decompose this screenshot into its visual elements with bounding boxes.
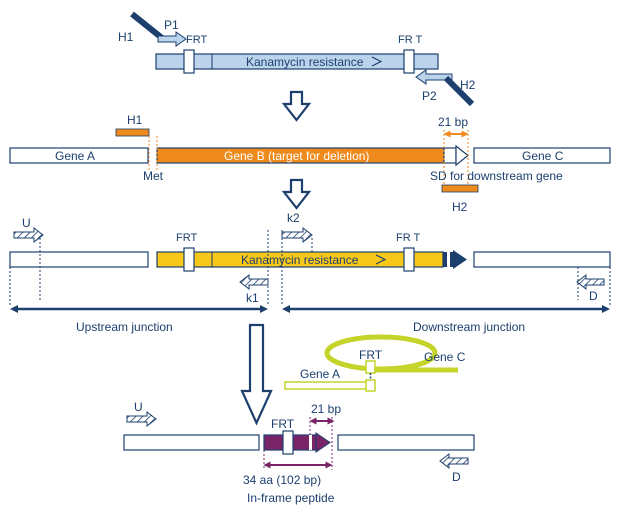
d-primer-label: D — [589, 289, 598, 303]
h1-box-label: H1 — [127, 113, 143, 127]
scar-row: U FRT 21 bp 34 aa (102 bp) In-frame pept… — [123, 400, 475, 505]
frt-left-label-mid: FRT — [176, 232, 197, 244]
gene-b-arrow-tip — [455, 144, 469, 167]
frt-right-box-mid — [403, 247, 415, 272]
kanamycin-label-mid: Kanamycin resistance — [241, 253, 359, 267]
u-primer-arrow — [13, 226, 44, 244]
aa34-label: 34 aa (102 bp) — [243, 473, 321, 487]
sd-label: SD for downstream gene — [430, 169, 563, 183]
downstream-bar — [473, 251, 611, 268]
u-primer-label-bottom: U — [134, 400, 143, 414]
frt-label-loop: FRT — [359, 348, 383, 362]
k2-primer-label: k2 — [287, 211, 300, 225]
upstream-junction-label: Upstream junction — [76, 320, 173, 334]
scar-end-band — [309, 435, 312, 450]
met-label: Met — [143, 169, 164, 183]
frt-site-loop-top — [365, 360, 376, 374]
k1-primer-label: k1 — [246, 291, 259, 305]
k1-primer-arrow — [239, 273, 269, 291]
h1-homology-box — [115, 128, 150, 137]
scar-arrow-tip — [315, 432, 331, 453]
bp21-label-bottom: 21 bp — [311, 402, 341, 416]
frt-right-label-top: FR T — [398, 34, 423, 46]
deletion-locus-row: U k2 FRT FR T Kanamycin resistance k1 D … — [9, 211, 611, 334]
frt-right-box-top — [403, 49, 415, 74]
p1-label: P1 — [164, 18, 179, 32]
h1-primer-tail — [130, 11, 164, 41]
u-primer-arrow-bottom — [126, 410, 157, 428]
gene-b-end-segment — [443, 147, 457, 164]
u-primer-label: U — [22, 216, 31, 230]
k2-primer-arrow — [281, 226, 313, 244]
gene-c-label-loop: Gene C — [424, 350, 466, 364]
template-bar — [155, 53, 439, 70]
frt-right-label-mid: FR T — [396, 232, 421, 244]
h2-homology-box — [441, 184, 479, 193]
downstream-junction-label: Downstream junction — [413, 320, 525, 334]
gene-c-label: Gene C — [522, 149, 564, 163]
step-arrow-3 — [240, 323, 273, 426]
bp21-label-top: 21 bp — [438, 115, 468, 129]
step-arrow-1 — [281, 90, 312, 122]
step-arrow-2 — [281, 178, 312, 210]
frt-box-bottom — [282, 430, 294, 455]
insert-arrow-tip — [453, 250, 467, 269]
d-primer-arrow-bottom — [439, 452, 469, 470]
d-primer-arrow — [576, 273, 605, 291]
d-primer-label-bottom: D — [452, 470, 461, 484]
gene-c-bar — [473, 147, 611, 164]
h2-primer-tail — [443, 75, 475, 107]
kanamycin-direction-mid — [375, 254, 387, 265]
in-frame-peptide-label: In-frame peptide — [247, 491, 335, 505]
gene-a-bar — [9, 147, 149, 164]
template-row: H1 P1 FRT FR T Kanamycin resistance P2 H… — [118, 11, 476, 107]
target-locus-row: H1 Gene A Gene B (target for deletion) G… — [9, 113, 611, 214]
gene-a-strand — [284, 381, 373, 390]
frt-label-bottom: FRT — [271, 417, 295, 431]
gene-b-label: Gene B (target for deletion) — [224, 149, 369, 163]
p2-label: P2 — [422, 89, 437, 103]
gene-a-label: Gene A — [55, 149, 95, 163]
upstream-bar-bottom — [123, 434, 260, 451]
kanamycin-direction-top — [371, 56, 383, 67]
insert-end-white — [447, 252, 450, 267]
frt-left-box-top — [183, 49, 195, 74]
upstream-bar — [9, 251, 149, 268]
h2-box-label: H2 — [452, 200, 468, 214]
gene-a-label-loop: Gene A — [300, 367, 340, 381]
kanamycin-label-top: Kanamycin resistance — [246, 55, 364, 69]
frt-left-label-top: FRT — [186, 34, 207, 46]
h2-label: H2 — [460, 78, 476, 92]
frt-site-loop-bottom — [365, 379, 376, 392]
flp-loop: FRT Gene C Gene A — [284, 334, 466, 392]
h1-label: H1 — [118, 30, 134, 44]
downstream-bar-bottom — [337, 434, 475, 451]
p1-primer-arrow — [157, 31, 187, 47]
frt-left-box-mid — [183, 247, 195, 272]
